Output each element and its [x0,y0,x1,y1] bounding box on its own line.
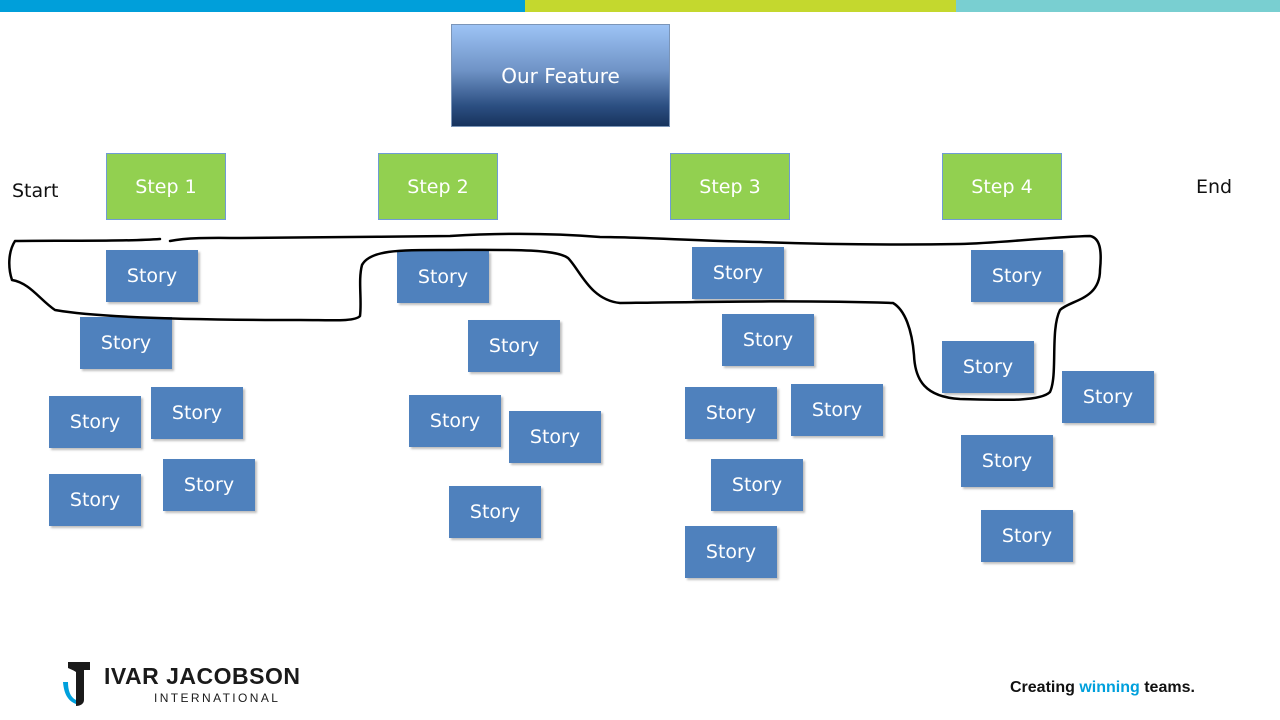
feature-box: Our Feature [451,24,670,127]
story-card: Story [791,384,883,436]
story-card: Story [106,250,198,302]
story-card: Story [711,459,803,511]
step-box-2: Step 2 [378,153,498,220]
story-card: Story [163,459,255,511]
story-card: Story [722,314,814,366]
story-card: Story [80,317,172,369]
story-card: Story [449,486,541,538]
header-bar-green [525,0,956,12]
story-card: Story [397,251,489,303]
story-card: Story [1062,371,1154,423]
logo-subtitle: INTERNATIONAL [154,691,281,705]
step-label: Step 4 [971,175,1033,198]
step-label: Step 1 [135,175,197,198]
company-logo: IVAR JACOBSON INTERNATIONAL [60,660,300,706]
end-label: End [1196,176,1233,198]
tagline-part2: teams. [1139,679,1195,696]
story-card: Story [981,510,1073,562]
feature-label: Our Feature [501,63,620,88]
story-card: Story [468,320,560,372]
tagline: Creating winning teams. [1010,679,1195,697]
tagline-part1: Creating [1010,679,1080,696]
story-card: Story [961,435,1053,487]
start-label: Start [12,180,59,202]
story-card: Story [685,526,777,578]
header-bar-blue [0,0,525,12]
logo-name: IVAR JACOBSON [104,663,301,689]
logo-mark-icon [63,662,90,706]
step-box-1: Step 1 [106,153,226,220]
story-card: Story [685,387,777,439]
header-bar-teal [956,0,1280,12]
story-card: Story [49,396,141,448]
story-card: Story [942,341,1034,393]
step-box-4: Step 4 [942,153,1062,220]
story-card: Story [151,387,243,439]
step-box-3: Step 3 [670,153,790,220]
story-card: Story [409,395,501,447]
step-label: Step 2 [407,175,469,198]
step-label: Step 3 [699,175,761,198]
story-card: Story [971,250,1063,302]
story-card: Story [509,411,601,463]
tagline-highlight: winning [1079,679,1140,696]
story-card: Story [49,474,141,526]
story-card: Story [692,247,784,299]
